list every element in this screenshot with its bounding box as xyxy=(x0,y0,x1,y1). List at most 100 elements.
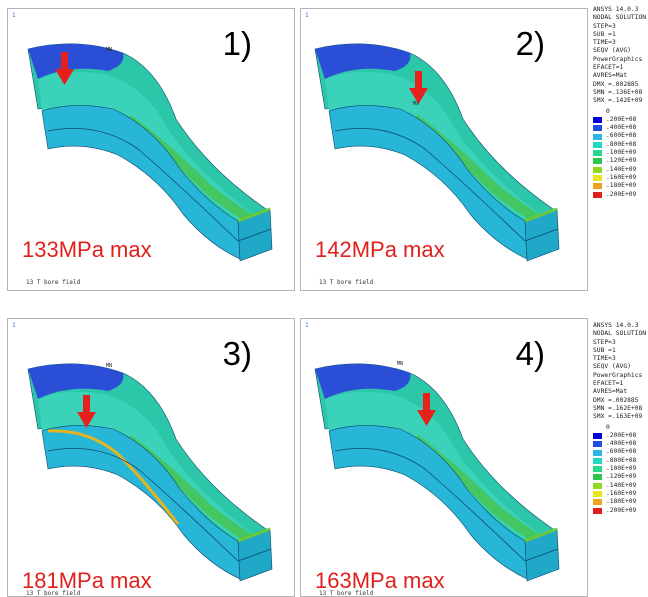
legend-swatch xyxy=(593,507,602,514)
legend-swatch xyxy=(593,175,602,182)
info-line: TIME=3 xyxy=(593,39,616,47)
ansys-info-block-bottom: ANSYS 14.0.3 NODAL SOLUTION STEP=3 SUB =… xyxy=(593,322,648,515)
info-line: ANSYS 14.0.3 xyxy=(593,6,639,13)
legend-value: .600E+08 xyxy=(606,132,637,140)
legend-value: .400E+08 xyxy=(606,440,637,448)
node-tag-label: MN xyxy=(397,361,404,367)
node-tag-label: MN xyxy=(106,363,113,369)
max-stress-label: 142MPa max xyxy=(315,237,445,262)
legend-swatch xyxy=(593,191,602,198)
max-stress-arrow xyxy=(55,52,74,85)
legend-row: 0 xyxy=(593,424,648,432)
info-line: NODAL SOLUTION xyxy=(593,14,647,22)
info-line: ANSYS 14.0.3 xyxy=(593,322,639,329)
legend-row: .100E+09 xyxy=(593,149,648,157)
legend-row: .200E+08 xyxy=(593,116,648,124)
fea-model-view xyxy=(314,363,560,582)
legend-swatch xyxy=(593,125,602,132)
legend-swatch xyxy=(593,166,602,173)
legend-value: .200E+08 xyxy=(606,115,637,123)
legend-swatch xyxy=(593,491,602,498)
legend-value: .200E+09 xyxy=(606,190,637,198)
legend-row: .600E+08 xyxy=(593,448,648,456)
max-stress-arrow xyxy=(409,71,428,104)
legend-value: .120E+09 xyxy=(606,473,637,481)
legend-value: .160E+09 xyxy=(606,489,637,497)
legend-value: 0 xyxy=(606,107,610,115)
info-line: STEP=3 xyxy=(593,338,616,346)
legend-swatch xyxy=(593,158,602,165)
coil-geometry xyxy=(314,363,560,582)
legend-row: .120E+09 xyxy=(593,473,648,481)
info-line: PowerGraphics xyxy=(593,371,643,379)
node-tag-label: MN xyxy=(106,47,113,53)
result-panel-1: 1 MN 1) 133MPa max 13 T bore field xyxy=(7,8,295,291)
panel-number: 2) xyxy=(515,25,545,62)
legend-row: .100E+09 xyxy=(593,465,648,473)
coil-geometry xyxy=(27,43,273,262)
legend-row: .160E+09 xyxy=(593,174,648,182)
info-line: SMN =.162E+08 xyxy=(593,404,643,412)
legend-value: .180E+09 xyxy=(606,498,637,506)
legend-value: .800E+08 xyxy=(606,456,637,464)
coil-geometry xyxy=(314,43,560,262)
legend-swatch xyxy=(593,424,602,431)
max-stress-label: 163MPa max xyxy=(315,568,445,593)
info-line: TIME=3 xyxy=(593,355,616,363)
legend-row: .800E+08 xyxy=(593,141,648,149)
legend-row: .600E+08 xyxy=(593,132,648,140)
footer-label: 13 T bore field xyxy=(319,279,374,286)
panel-number: 4) xyxy=(515,335,545,372)
result-panel-2: 1 MX 2) 142MPa max 13 T bore field xyxy=(300,8,588,291)
result-panel-4: 1 MN 4) 163MPa max 13 T bore field xyxy=(300,318,588,597)
legend-value: .140E+09 xyxy=(606,481,637,489)
legend-swatch xyxy=(593,466,602,473)
node-tag-label: MX xyxy=(413,101,420,107)
legend-row: .800E+08 xyxy=(593,457,648,465)
legend-row: 0 xyxy=(593,108,648,116)
legend-swatch xyxy=(593,457,602,464)
legend-value: .180E+09 xyxy=(606,182,637,190)
panel-number: 3) xyxy=(222,335,252,372)
legend-row: .400E+08 xyxy=(593,440,648,448)
info-line: EFACET=1 xyxy=(593,64,624,72)
fea-model-view xyxy=(314,43,560,262)
legend-row: .200E+09 xyxy=(593,507,648,515)
legend-value: 0 xyxy=(606,423,610,431)
panel-corner-index: 1 xyxy=(305,322,309,329)
legend-swatch xyxy=(593,150,602,157)
info-lines: ANSYS 14.0.3 NODAL SOLUTION STEP=3 SUB =… xyxy=(593,6,648,106)
legend-value: .200E+09 xyxy=(606,506,637,514)
legend-value: .800E+08 xyxy=(606,140,637,148)
legend-value: .200E+08 xyxy=(606,431,637,439)
legend-swatch xyxy=(593,482,602,489)
legend-swatch xyxy=(593,141,602,148)
legend-swatch xyxy=(593,474,602,481)
info-line: EFACET=1 xyxy=(593,380,624,388)
info-line: SUB =1 xyxy=(593,346,616,354)
legend-value: .100E+09 xyxy=(606,465,637,473)
info-line: DMX =.002885 xyxy=(593,396,639,404)
legend-row: .140E+09 xyxy=(593,166,648,174)
result-panel-3: 1 MN 3) 181MPa max 13 T bore field xyxy=(7,318,295,597)
stress-legend: 0 .200E+08 .400E+08 .600E+08 .800E+08 .1… xyxy=(593,424,648,515)
legend-value: .160E+09 xyxy=(606,173,637,181)
info-line: STEP=3 xyxy=(593,22,616,30)
legend-value: .140E+09 xyxy=(606,165,637,173)
max-stress-arrow xyxy=(417,393,436,426)
legend-row: .160E+09 xyxy=(593,490,648,498)
info-line: SMX =.142E+09 xyxy=(593,97,643,105)
legend-swatch xyxy=(593,108,602,115)
fea-model-view xyxy=(27,363,273,582)
panel-corner-index: 1 xyxy=(305,12,309,19)
legend-row: .200E+09 xyxy=(593,191,648,199)
legend-row: .180E+09 xyxy=(593,498,648,506)
legend-swatch xyxy=(593,183,602,190)
info-line: DMX =.002885 xyxy=(593,80,639,88)
panel-corner-index: 1 xyxy=(12,12,16,19)
legend-row: .200E+08 xyxy=(593,432,648,440)
stress-legend: 0 .200E+08 .400E+08 .600E+08 .800E+08 .1… xyxy=(593,108,648,199)
footer-label: 13 T bore field xyxy=(26,279,81,286)
max-stress-label: 133MPa max xyxy=(22,237,152,262)
max-stress-label: 181MPa max xyxy=(22,568,152,593)
